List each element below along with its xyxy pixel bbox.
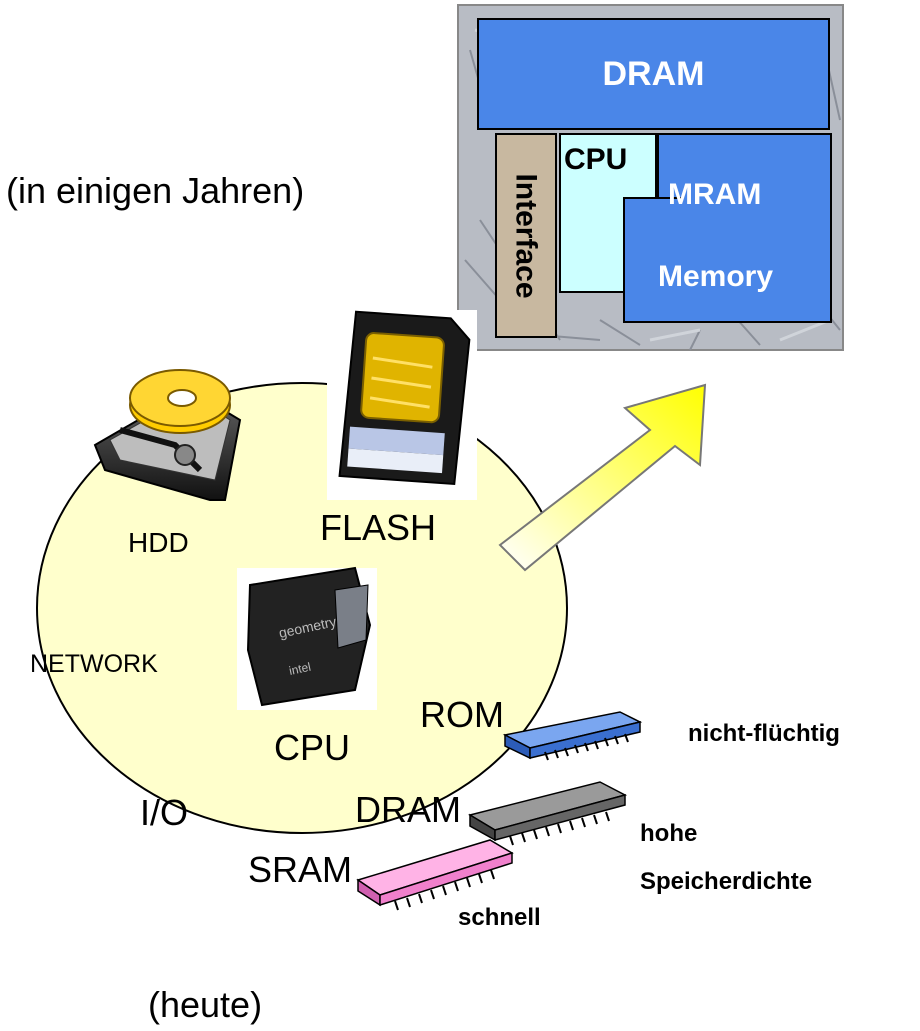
density-label-line1: hohe (640, 820, 698, 847)
flash-label: FLASH (320, 507, 437, 548)
fast-label: schnell (458, 904, 541, 931)
density-label-line2: Speicherdichte (640, 868, 813, 895)
dram-block: DRAM (477, 18, 830, 130)
mram-block (657, 133, 832, 323)
mram-block-label: MRAM (668, 178, 762, 211)
sram-label: SRAM (248, 849, 353, 890)
network-label: NETWORK (30, 650, 158, 678)
cpu-label: CPU (274, 727, 351, 768)
today-title: (heute) (148, 984, 263, 1025)
cpu-block-label: CPU (564, 143, 628, 176)
nonvolatile-label: nicht-flüchtig (688, 720, 840, 747)
svg-text:intel: intel (288, 660, 312, 678)
mram-block-lower (623, 197, 683, 323)
hdd-label: HDD (128, 527, 189, 558)
interface-block-label: Interface (510, 172, 543, 299)
arrow-icon (498, 383, 707, 572)
interface-block: Interface (495, 133, 557, 338)
processor-icon: geometry intel (237, 566, 377, 710)
rom-label: ROM (420, 694, 504, 735)
io-label: I/O (140, 792, 189, 833)
flash-card-icon (327, 310, 477, 500)
future-title: (in einigen Jahren) (6, 170, 305, 211)
hard-disk-icon (93, 369, 242, 501)
dram-label: DRAM (355, 789, 461, 830)
memory-chip-icon (356, 711, 643, 911)
dram-block-label: DRAM (602, 54, 705, 93)
memory-block-label: Memory (658, 260, 774, 293)
